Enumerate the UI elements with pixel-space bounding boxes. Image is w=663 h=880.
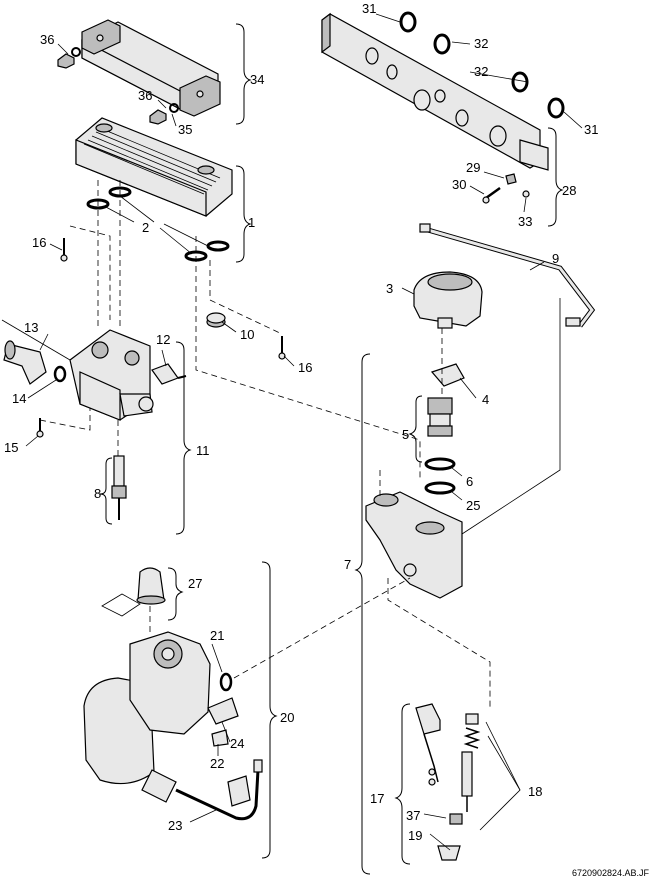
callout-13: 13 bbox=[24, 320, 38, 335]
screws-29-30-33 bbox=[482, 173, 530, 204]
callout-17: 17 bbox=[370, 791, 384, 806]
callout-22: 22 bbox=[210, 756, 224, 771]
screw-15 bbox=[36, 418, 44, 438]
callout-37: 37 bbox=[406, 808, 420, 823]
callout-5: 5 bbox=[402, 427, 409, 442]
callout-6: 6 bbox=[466, 474, 473, 489]
callout-24: 24 bbox=[230, 736, 244, 751]
bracket-line-28 bbox=[547, 127, 564, 227]
callout-36-mid: 36 bbox=[138, 88, 152, 103]
callout-32-b: 32 bbox=[474, 64, 488, 79]
seal-21 bbox=[219, 672, 233, 692]
bracket-line-27 bbox=[167, 567, 184, 621]
callout-35: 35 bbox=[178, 122, 192, 137]
callout-18: 18 bbox=[528, 784, 542, 799]
callout-7: 7 bbox=[344, 557, 351, 572]
callout-12: 12 bbox=[156, 332, 170, 347]
bracket-line-1 bbox=[235, 165, 252, 263]
callout-16-right: 16 bbox=[298, 360, 312, 375]
bracket-line-34 bbox=[235, 23, 252, 125]
line-18b bbox=[487, 735, 521, 791]
callout-32-a: 32 bbox=[474, 36, 488, 51]
seals-6-25 bbox=[424, 457, 456, 495]
callout-33: 33 bbox=[518, 214, 532, 229]
hydraulic-block-left bbox=[69, 329, 154, 421]
dash-7-18 bbox=[387, 578, 491, 710]
callout-1: 1 bbox=[248, 215, 255, 230]
bracket-34 bbox=[81, 19, 221, 117]
heat-exchanger bbox=[75, 117, 233, 217]
screw-16-left bbox=[60, 238, 68, 262]
line-9-7 bbox=[461, 298, 561, 535]
callout-23: 23 bbox=[168, 818, 182, 833]
callout-14: 14 bbox=[12, 391, 26, 406]
bracket-line-7 bbox=[354, 353, 371, 875]
valve-18 bbox=[437, 713, 481, 861]
callout-27: 27 bbox=[188, 576, 202, 591]
callout-31-top: 31 bbox=[362, 1, 376, 16]
pump-20 bbox=[83, 631, 211, 803]
screw-16-right bbox=[278, 336, 286, 360]
bracket-line-20 bbox=[261, 561, 278, 859]
callout-2: 2 bbox=[142, 220, 149, 235]
callout-8: 8 bbox=[94, 486, 101, 501]
callout-30: 30 bbox=[452, 177, 466, 192]
cartridge-8 bbox=[111, 455, 127, 520]
bracket-line-8 bbox=[99, 457, 113, 525]
frame-28 bbox=[321, 12, 549, 171]
dash-21-7 bbox=[233, 577, 411, 679]
bracket-line-5 bbox=[408, 395, 423, 463]
callout-21: 21 bbox=[210, 628, 224, 643]
callout-20: 20 bbox=[280, 710, 294, 725]
air-vent-3 bbox=[413, 271, 483, 329]
leader-lines bbox=[25, 13, 583, 851]
clip-22-24 bbox=[207, 697, 239, 747]
pipe-9 bbox=[419, 223, 596, 328]
hydraulic-block-7 bbox=[365, 491, 463, 599]
callout-16-left: 16 bbox=[32, 235, 46, 250]
fitting-36-top bbox=[57, 47, 81, 69]
callout-19: 19 bbox=[408, 828, 422, 843]
callout-10: 10 bbox=[240, 327, 254, 342]
valve-cartridge-5 bbox=[427, 397, 453, 437]
cable-23 bbox=[175, 759, 263, 821]
callout-11: 11 bbox=[196, 443, 210, 458]
callout-9: 9 bbox=[552, 251, 559, 266]
pressure-sensor-17 bbox=[415, 703, 441, 786]
callout-29: 29 bbox=[466, 160, 480, 175]
bracket-line-17 bbox=[394, 703, 411, 865]
callout-28: 28 bbox=[562, 183, 576, 198]
callout-labels: 1 2 3 4 5 6 7 8 9 10 11 12 13 14 15 16 1… bbox=[4, 1, 598, 843]
line-13 bbox=[1, 319, 71, 361]
callout-3: 3 bbox=[386, 281, 393, 296]
cover-27 bbox=[101, 567, 166, 617]
gasket-10 bbox=[206, 312, 226, 328]
callout-15: 15 bbox=[4, 440, 18, 455]
clip-4 bbox=[430, 363, 465, 387]
reference-code: 6720902824.AB.JF bbox=[572, 868, 650, 878]
fitting-36-35 bbox=[149, 103, 179, 125]
callout-31-right: 31 bbox=[584, 122, 598, 137]
elbow-13 bbox=[3, 340, 67, 385]
callout-36-top: 36 bbox=[40, 32, 54, 47]
callout-34: 34 bbox=[250, 72, 264, 87]
sensor-12 bbox=[151, 363, 187, 385]
callout-25: 25 bbox=[466, 498, 480, 513]
line-18 bbox=[479, 721, 521, 831]
rings-31-32 bbox=[399, 11, 565, 119]
callout-4: 4 bbox=[482, 392, 489, 407]
dashed-links-upper bbox=[39, 180, 421, 480]
bracket-line-11 bbox=[175, 341, 192, 535]
